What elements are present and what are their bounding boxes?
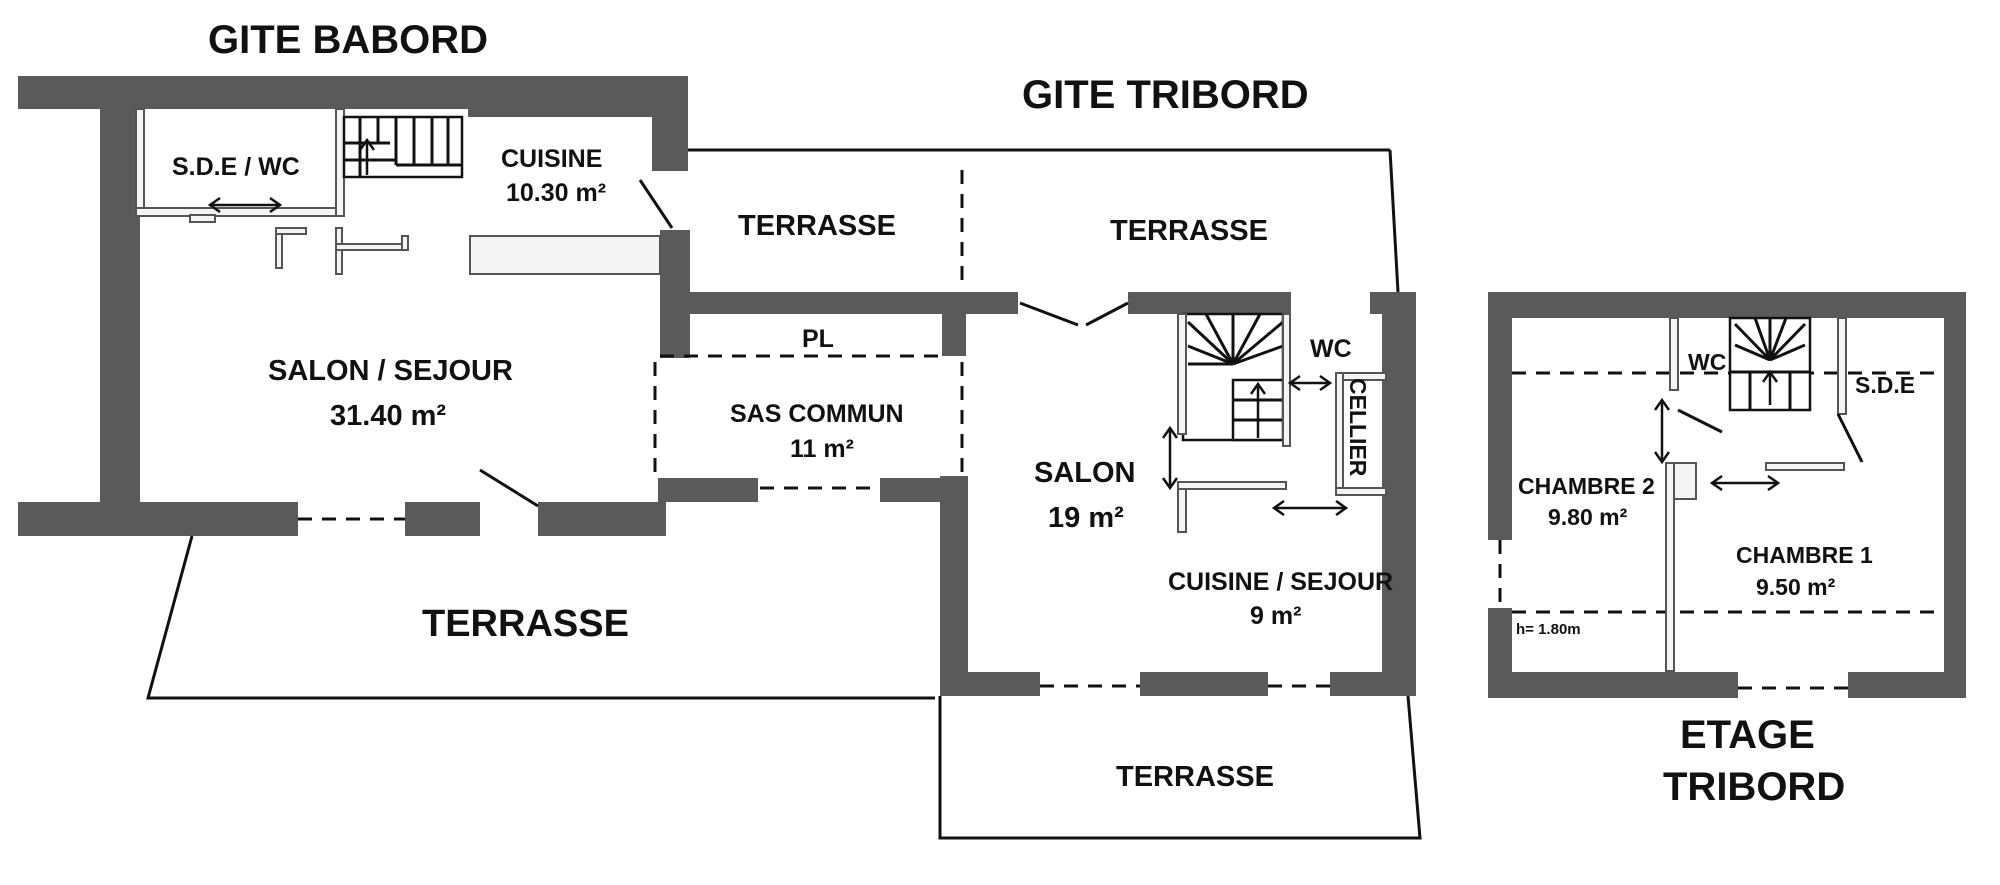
label-height-note: h= 1.80m [1516, 621, 1581, 638]
label-babord-terrasse: TERRASSE [422, 603, 629, 645]
partition-stub-b [275, 227, 307, 235]
tribord-stair-partition [1177, 313, 1187, 435]
sde-left-partition [135, 108, 145, 216]
babord-right-wall-lower [660, 230, 690, 358]
etage-sde-bottom-partition [1765, 462, 1845, 471]
tribord-terrasse-outline [938, 695, 1422, 840]
label-tribord-salon: SALON [1034, 457, 1136, 489]
double-arrow-icon [1709, 474, 1781, 492]
double-arrow-icon [207, 196, 283, 214]
tribord-left-wall [940, 476, 968, 696]
babord-bottom-wall-right [538, 502, 666, 536]
etage-walls [1488, 292, 1966, 698]
sde-bottom-partition [135, 207, 345, 217]
tribord-staircase-icon [1181, 312, 1285, 442]
label-pl: PL [802, 325, 834, 353]
label-tribord-salon-area: 19 m² [1048, 502, 1124, 534]
label-babord-cuisine: CUISINE [501, 145, 602, 173]
babord-right-wall-upper [652, 76, 688, 171]
babord-sde-wc-room [135, 108, 409, 275]
sde-door-jamb [189, 214, 216, 223]
etage-right-wall [1944, 292, 1966, 698]
label-babord-sde-wc: S.D.E / WC [172, 153, 300, 181]
etage-sde-partition [1837, 317, 1847, 415]
babord-bottom-door [479, 468, 539, 508]
sas-bottom-wall-left [658, 478, 758, 502]
label-chambre1: CHAMBRE 1 [1736, 542, 1873, 568]
tribord-bottom-wall-left [940, 672, 1040, 696]
label-cuisine-sejour-area: 9 m² [1250, 602, 1301, 630]
tribord-right-wall [1382, 292, 1416, 692]
terrasse-top-right-edge [1388, 149, 1400, 293]
tribord-wc-partition [1282, 313, 1291, 447]
label-tribord-terrasse-bottom: TERRASSE [1116, 761, 1274, 793]
cellier-bottom-partition [1335, 487, 1387, 496]
etage-sde-door [1836, 413, 1864, 463]
label-babord-cuisine-area: 10.30 m² [506, 179, 606, 207]
label-salon-sejour-area: 31.40 m² [330, 400, 446, 432]
tribord-top-wall-mid [1128, 292, 1291, 314]
babord-bottom-wall-left [18, 502, 298, 536]
double-arrow-icon [1271, 499, 1349, 517]
tribord-bottom-wall-mid [1140, 672, 1268, 696]
pl-top-wall [688, 292, 1018, 314]
etage-wc-door [1677, 408, 1723, 434]
babord-top-wall-step [468, 92, 678, 117]
babord-terrasse-outline [146, 535, 935, 700]
title-etage-line1: ETAGE [1680, 713, 1815, 757]
babord-staircase-icon [342, 115, 464, 179]
label-chambre2: CHAMBRE 2 [1518, 473, 1655, 499]
tribord-partition-stub-b [1177, 481, 1287, 490]
label-etage-wc: WC [1688, 349, 1726, 375]
etage-bottom-wall-left [1488, 672, 1738, 698]
pl-right-wall [942, 314, 966, 356]
title-gite-babord: GITE BABORD [208, 18, 488, 62]
label-etage-sde: S.D.E [1855, 372, 1915, 398]
sas-bottom-wall-right [880, 478, 940, 502]
label-tribord-wc: WC [1310, 335, 1352, 363]
label-sas-commun-area: 11 m² [790, 435, 854, 463]
title-etage-line2: TRIBORD [1663, 765, 1845, 809]
label-chambre1-area: 9.50 m² [1756, 574, 1836, 600]
double-arrow-icon [1161, 425, 1179, 491]
cellier-left-partition [1335, 372, 1344, 494]
etage-wc-partition [1669, 317, 1679, 391]
label-cellier: CELLIER [1345, 378, 1371, 477]
tribord-entry-door-2 [1085, 301, 1129, 327]
cuisine-door [638, 179, 674, 229]
etage-bottom-wall-right [1848, 672, 1966, 698]
babord-walls [18, 76, 940, 536]
partition-stub-e [401, 235, 409, 251]
label-chambre2-area: 9.80 m² [1548, 504, 1628, 530]
tribord-bottom-wall-right [1330, 672, 1416, 696]
label-tribord-terrasse-top: TERRASSE [1110, 215, 1268, 247]
label-salon-sejour: SALON / SEJOUR [268, 355, 513, 387]
babord-bottom-wall-mid [405, 502, 480, 536]
etage-chambre-partition [1665, 462, 1675, 672]
title-gite-tribord: GITE TRIBORD [1022, 73, 1309, 117]
etage-staircase-icon [1728, 316, 1812, 412]
common-walls [688, 292, 1018, 356]
double-arrow-icon [1653, 397, 1671, 465]
etage-left-wall-upper [1488, 292, 1512, 540]
label-cuisine-sejour: CUISINE / SEJOUR [1168, 568, 1393, 596]
double-arrow-icon [1287, 374, 1333, 392]
label-sas-commun: SAS COMMUN [730, 400, 904, 428]
tribord-walls [940, 292, 1416, 696]
kitchen-counter [469, 235, 661, 275]
partition-stub-d [335, 243, 409, 251]
label-common-terrasse: TERRASSE [738, 210, 896, 242]
tribord-entry-door [1019, 301, 1079, 327]
babord-left-wall [100, 76, 140, 516]
etage-top-wall [1488, 292, 1966, 318]
